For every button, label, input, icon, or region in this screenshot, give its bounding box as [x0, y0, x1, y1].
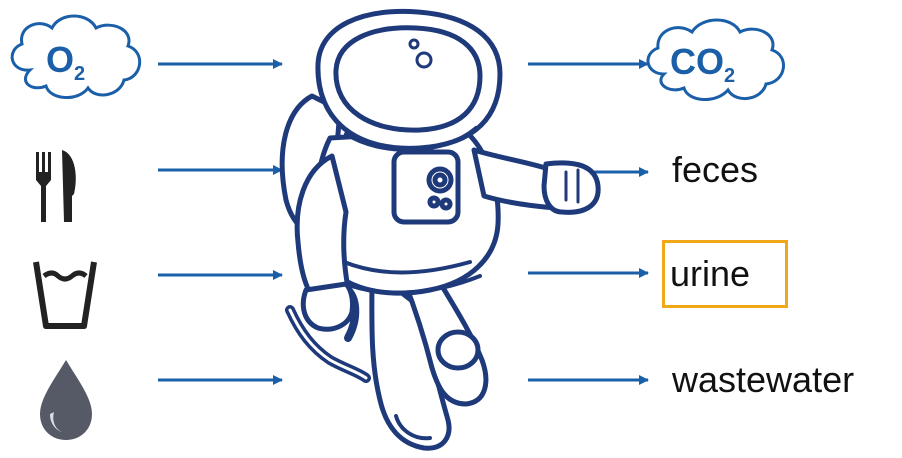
co2-label-text: CO: [670, 41, 724, 82]
o2-label: O2: [46, 42, 85, 84]
o2-label-subscript: 2: [74, 63, 85, 85]
fork-knife-icon: [36, 150, 76, 222]
urine-label: urine: [670, 256, 750, 292]
co2-label-subscript: 2: [724, 65, 735, 87]
feces-label: feces: [672, 152, 758, 188]
astronaut-illustration: [282, 11, 598, 448]
water-glass-icon: [36, 262, 94, 326]
wastewater-label: wastewater: [672, 362, 854, 398]
water-drop-icon: [40, 360, 92, 440]
input-arrows: [158, 64, 282, 380]
o2-label-text: O: [46, 39, 74, 80]
co2-label: CO2: [670, 44, 735, 86]
output-arrows: [528, 64, 648, 380]
